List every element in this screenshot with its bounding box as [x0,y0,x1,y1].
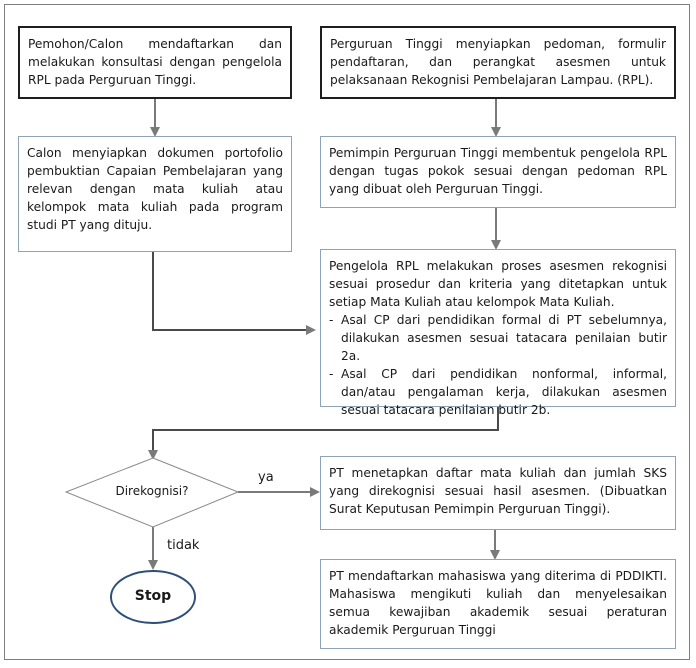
box-calon-menyiapkan: Calon menyiapkan dokumen portofolio pemb… [18,136,292,252]
decision-label: Direkognisi? [115,484,189,498]
box-pemimpin-text: Pemimpin Perguruan Tinggi membentuk peng… [329,146,667,196]
box-pemimpin: Pemimpin Perguruan Tinggi membentuk peng… [320,136,676,208]
decision-yes-label: ya [258,470,274,485]
box-pengelola-intro: Pengelola RPL melakukan proses asesmen r… [329,259,667,309]
stop-label: Stop [134,588,172,604]
box-pt-menyiapkan: Perguruan Tinggi menyiapkan pedoman, for… [320,26,676,99]
box-pt-menyiapkan-text: Perguruan Tinggi menyiapkan pedoman, for… [330,37,666,87]
pengelola-item: -Asal CP dari pendidikan formal di PT se… [329,313,667,363]
box-pemohon: Pemohon/Calon mendaftarkan dan melakukan… [18,26,292,99]
pengelola-list: -Asal CP dari pendidikan formal di PT se… [329,311,667,419]
box-pemohon-text: Pemohon/Calon mendaftarkan dan melakukan… [28,37,282,87]
arrow-pengelola-to-decision [148,407,499,460]
box-pt-menetapkan-text: PT menetapkan daftar mata kuliah dan jum… [329,466,667,516]
pengelola-item-text: Asal CP dari pendidikan formal di PT seb… [341,313,667,363]
arrow-calon-to-pengelola [152,252,316,335]
box-pt-mendaftarkan-text: PT mendaftarkan mahasiswa yang diterima … [329,569,667,637]
decision-no-label: tidak [167,538,200,553]
box-pt-menetapkan: PT menetapkan daftar mata kuliah dan jum… [320,456,676,530]
decision-diamond [64,457,240,528]
box-pengelola: Pengelola RPL melakukan proses asesmen r… [320,249,676,417]
stop-ellipse [110,570,196,624]
box-calon-menyiapkan-text: Calon menyiapkan dokumen portofolio pemb… [27,146,283,232]
pengelola-item-text: Asal CP dari pendidikan nonformal, infor… [341,367,667,417]
outer-frame [4,4,690,660]
box-pt-mendaftarkan: PT mendaftarkan mahasiswa yang diterima … [320,559,676,649]
pengelola-item: -Asal CP dari pendidikan nonformal, info… [329,367,667,417]
